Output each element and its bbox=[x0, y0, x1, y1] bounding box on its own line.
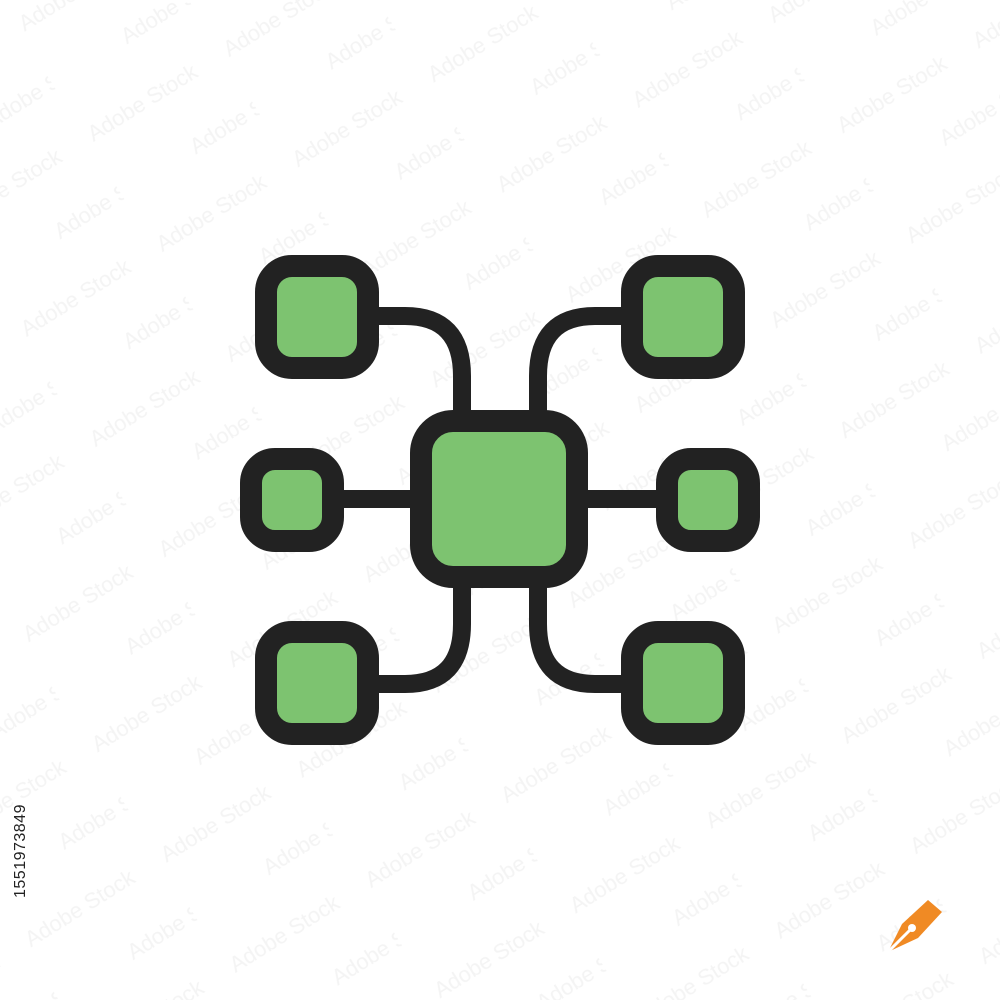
node-bottom-left bbox=[255, 621, 379, 745]
connector-top-left bbox=[361, 307, 471, 439]
connector-bottom-right bbox=[529, 561, 639, 693]
node-middle-right bbox=[656, 448, 760, 552]
connector-lines bbox=[321, 307, 679, 693]
node-top-right bbox=[621, 255, 745, 379]
node-middle-left bbox=[240, 448, 344, 552]
connector-top-right bbox=[529, 307, 639, 439]
connector-bottom-left bbox=[361, 561, 471, 693]
stock-id-label: 1551973849 bbox=[12, 804, 29, 898]
pen-nib-logo-icon bbox=[886, 900, 942, 954]
node-top-left bbox=[255, 255, 379, 379]
node-bottom-right bbox=[621, 621, 745, 745]
central-hub-node bbox=[410, 410, 588, 588]
